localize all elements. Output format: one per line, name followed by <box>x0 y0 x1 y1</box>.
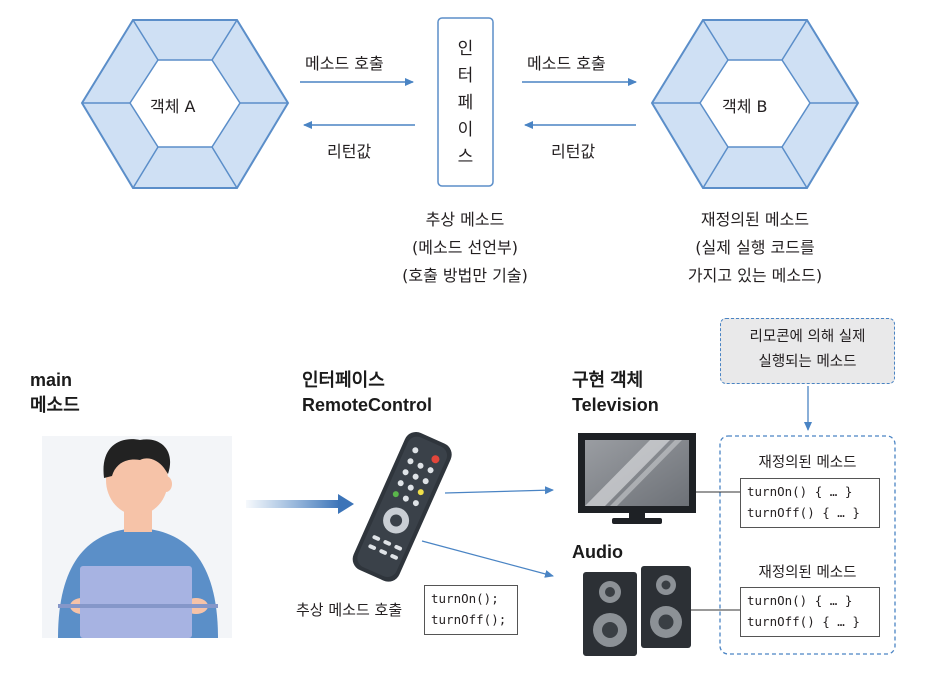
interface-char: 터 <box>457 66 474 86</box>
return-label-left: 리턴값 <box>327 142 372 161</box>
audio-override-label: 재정의된 메소드 <box>758 565 857 581</box>
tv-override-label: 재정의된 메소드 <box>758 455 857 471</box>
object-a-label: 객체 A <box>150 97 196 116</box>
object-b-label: 객체 B <box>722 97 768 116</box>
overridden-methods-dashed-box <box>719 435 896 655</box>
callout-line: 리모콘에 의해 실제 <box>749 329 866 345</box>
interface-char: 스 <box>457 147 474 167</box>
interface-title-line: 인터페이스 <box>302 370 385 390</box>
abstract-line: 추상 메소드 <box>425 210 505 229</box>
override-line: 가지고 있는 메소드) <box>687 266 823 285</box>
interface-to-audio-arrow <box>421 540 554 578</box>
interface-to-tv-arrow <box>444 486 554 495</box>
interface-panel-title: 인터페이스 RemoteControl <box>302 368 432 418</box>
audio-title: Audio <box>572 542 623 562</box>
runtime-callout: 리모콘에 의해 실제 실행되는 메소드 <box>720 318 895 384</box>
abstract-call-label: 추상 메소드 호출 <box>296 601 403 619</box>
person-illustration <box>42 436 232 638</box>
tv-code-box: turnOn() { … } turnOff() { … } <box>740 478 880 528</box>
main-panel-title: main 메소드 <box>30 368 80 418</box>
remote-control-illustration <box>352 431 452 582</box>
interface-box <box>437 17 494 187</box>
abstract-line: (호출 방법만 기술) <box>402 266 528 285</box>
override-line: (실제 실행 코드를 <box>695 238 815 257</box>
impl-title-line: 구현 객체 <box>572 370 644 390</box>
main-to-interface-arrow <box>246 500 340 508</box>
interface-vertical-label: 인 터 페 이 스 <box>438 36 493 171</box>
implementation-panel-title: 구현 객체 Television <box>572 368 659 418</box>
object-a-hexagon <box>80 19 290 189</box>
object-b-hexagon <box>650 19 860 189</box>
code-line: turnOff(); <box>431 612 507 627</box>
code-line: turnOn(); <box>431 591 499 606</box>
override-method-description: 재정의된 메소드 (실제 실행 코드를 가지고 있는 메소드) <box>655 206 855 290</box>
code-line: turnOff() { … } <box>747 505 860 520</box>
audio-code-box: turnOn() { … } turnOff() { … } <box>740 587 880 637</box>
main-title-line: 메소드 <box>30 395 80 415</box>
main-title-line: main <box>30 370 73 390</box>
call-label-right: 메소드 호출 <box>527 54 606 73</box>
interface-char: 페 <box>457 93 474 113</box>
return-label-right: 리턴값 <box>551 142 596 161</box>
impl-title-line: Television <box>572 395 659 415</box>
code-line: turnOff() { … } <box>747 614 860 629</box>
callout-line: 실행되는 메소드 <box>758 354 857 370</box>
interface-title-line: RemoteControl <box>302 395 432 415</box>
override-line: 재정의된 메소드 <box>700 210 810 229</box>
abstract-method-description: 추상 메소드 (메소드 선언부) (호출 방법만 기술) <box>370 206 560 290</box>
abstract-line: (메소드 선언부) <box>412 238 518 257</box>
television-illustration <box>578 433 696 524</box>
interface-char: 인 <box>457 39 474 59</box>
interface-char: 이 <box>457 120 474 140</box>
code-line: turnOn() { … } <box>747 593 853 608</box>
audio-speakers-illustration <box>583 566 691 656</box>
interface-code-box: turnOn(); turnOff(); <box>424 585 518 635</box>
code-line: turnOn() { … } <box>747 484 853 499</box>
call-label-left: 메소드 호출 <box>305 54 384 73</box>
